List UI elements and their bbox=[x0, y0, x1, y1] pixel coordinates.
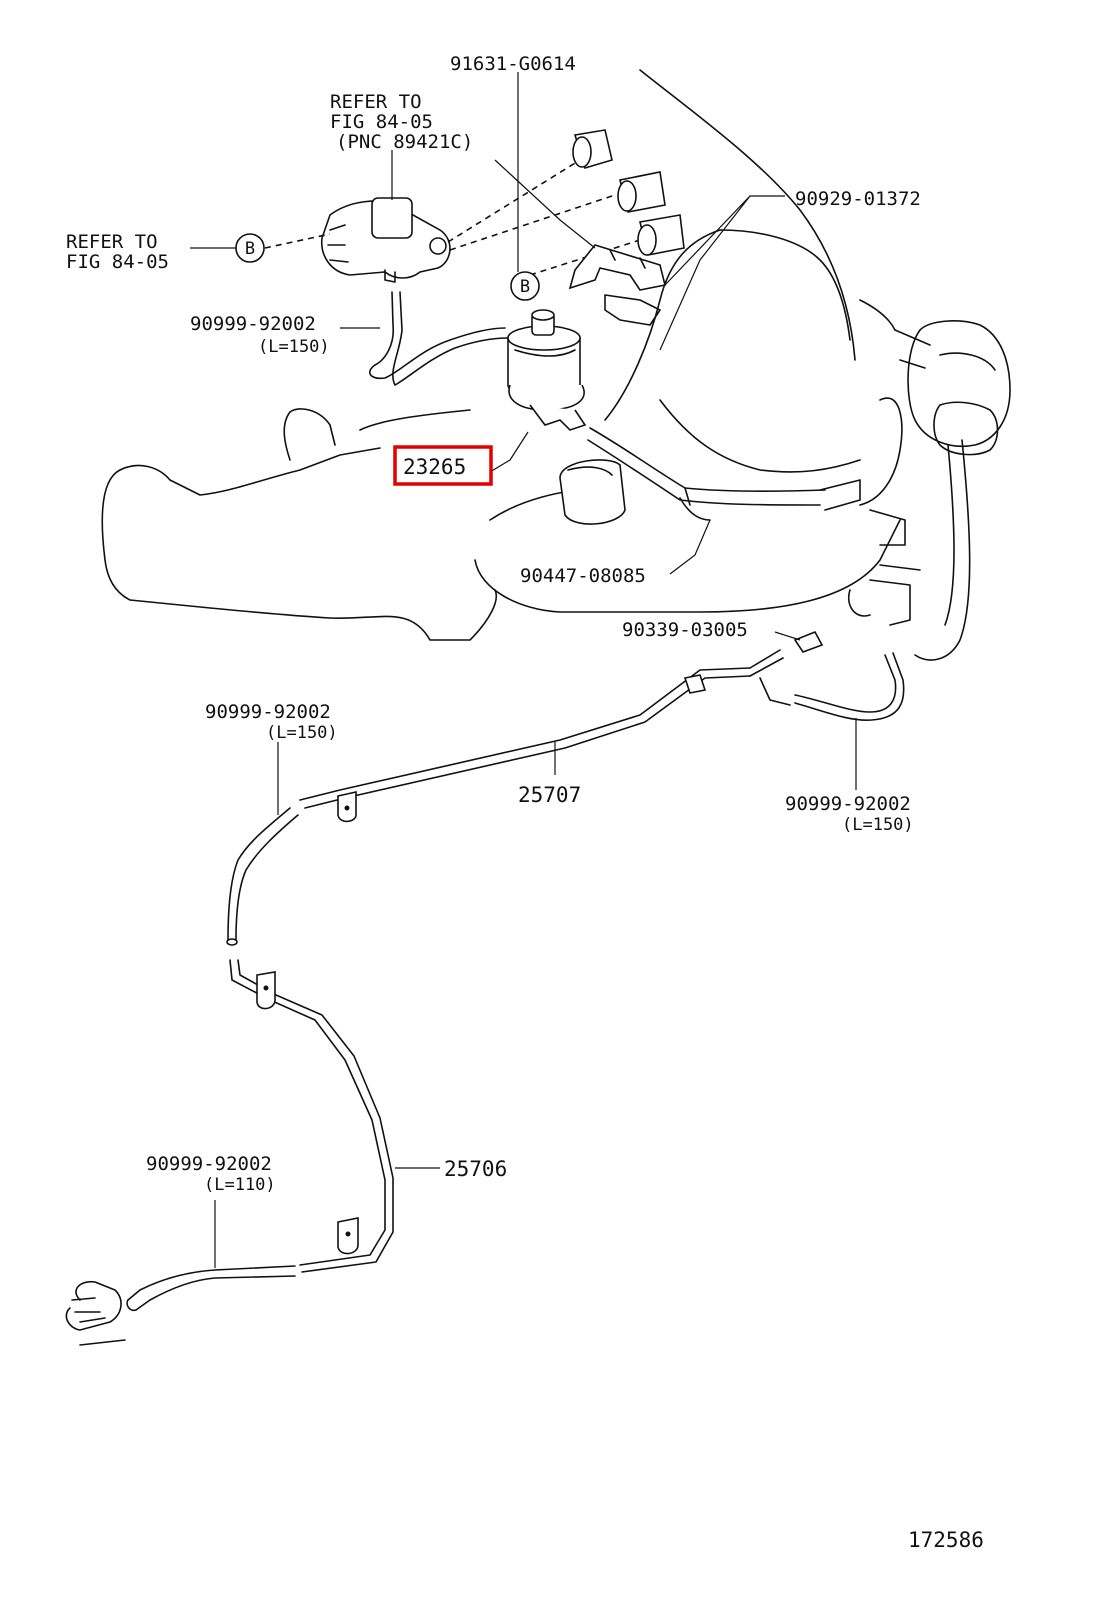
part-labels: 91631-G0614 REFER TO FIG 84-05 (PNC 8942… bbox=[66, 53, 984, 1552]
label-90447-08085: 90447-08085 bbox=[520, 565, 646, 587]
label-hose-top: 90999-92002 bbox=[190, 313, 316, 335]
label-hose-mid-right-length: (L=150) bbox=[842, 815, 914, 835]
label-refer-top-line3: (PNC 89421C) bbox=[336, 131, 473, 153]
label-refer-left-line1: REFER TO bbox=[66, 231, 158, 253]
pressure-sensor-drawing bbox=[321, 197, 451, 283]
label-25707: 25707 bbox=[518, 783, 581, 807]
intake-manifold-drawing bbox=[101, 69, 1011, 661]
svg-text:B: B bbox=[245, 239, 255, 259]
label-refer-left-line2: FIG 84-05 bbox=[66, 251, 169, 273]
label-hose-top-length: (L=150) bbox=[258, 337, 330, 357]
label-refer-top-line1: REFER TO bbox=[330, 91, 422, 113]
label-91631-g0614: 91631-G0614 bbox=[450, 53, 576, 75]
vacuum-hose-drawing bbox=[559, 427, 861, 525]
label-hose-mid-left: 90999-92002 bbox=[205, 701, 331, 723]
ref-marker-b-left: B bbox=[235, 233, 265, 263]
ref-marker-b-center: B bbox=[510, 271, 540, 301]
bottom-fitting-drawing bbox=[65, 1280, 126, 1346]
label-90339-03005: 90339-03005 bbox=[622, 619, 748, 641]
label-23265: 23265 bbox=[403, 455, 466, 479]
label-refer-top-line2: FIG 84-05 bbox=[330, 111, 433, 133]
label-hose-mid-left-length: (L=150) bbox=[266, 723, 338, 743]
label-hose-bottom-length: (L=110) bbox=[204, 1175, 276, 1195]
vacuum-switching-valve-drawing bbox=[507, 309, 587, 431]
vacuum-pipe-25706-drawing bbox=[229, 959, 394, 1273]
label-25706: 25706 bbox=[444, 1157, 507, 1181]
label-hose-mid-right: 90999-92002 bbox=[785, 793, 911, 815]
label-90929-01372: 90929-01372 bbox=[795, 188, 921, 210]
highlight-box-23265 bbox=[393, 445, 493, 486]
bushing-drawing bbox=[572, 129, 685, 256]
label-hose-bottom: 90999-92002 bbox=[146, 1153, 272, 1175]
leader-lines bbox=[190, 72, 857, 1268]
figure-number: 172586 bbox=[908, 1528, 984, 1552]
svg-text:B: B bbox=[520, 277, 530, 297]
vacuum-pipe-25707-drawing bbox=[299, 649, 791, 823]
bracket-drawing bbox=[568, 244, 666, 326]
